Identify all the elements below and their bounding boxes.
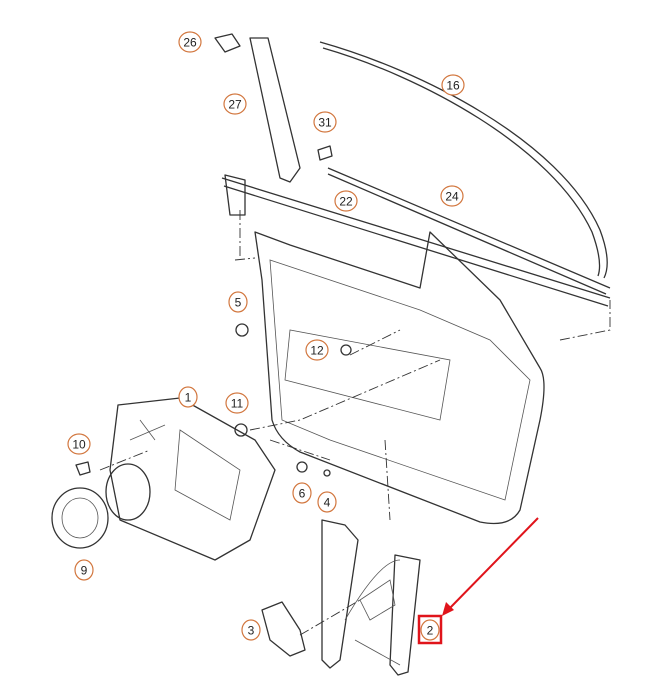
- callout-number: 2: [427, 624, 434, 638]
- callout-oval: [178, 31, 202, 53]
- callout-2: 2: [420, 619, 440, 641]
- speaker-cover-part: [51, 487, 109, 549]
- callout-number: 12: [310, 344, 324, 358]
- window-seal-part: [319, 41, 608, 279]
- callout-number: 9: [81, 564, 88, 578]
- callout-number: 16: [446, 79, 460, 93]
- callout-oval: [178, 386, 198, 408]
- callout-31: 31: [313, 111, 337, 133]
- window-regulator-part: [321, 519, 421, 676]
- callout-number: 1: [185, 391, 192, 405]
- inner-seal-part: [221, 177, 611, 307]
- callout-oval: [317, 491, 337, 513]
- door-inner-panel: [269, 259, 531, 501]
- callout-6: 6: [292, 482, 312, 504]
- callout-oval: [420, 619, 440, 641]
- door-shell-part: [224, 174, 545, 525]
- callout-oval: [67, 433, 91, 455]
- callout-10: 10: [67, 433, 91, 455]
- callout-number: 24: [445, 190, 459, 204]
- callout-number: 31: [318, 116, 332, 130]
- window-motor-part: [261, 601, 306, 657]
- callout-22: 22: [334, 190, 358, 212]
- callout-24: 24: [440, 185, 464, 207]
- callout-9: 9: [74, 559, 94, 581]
- callout-oval: [313, 111, 337, 133]
- callout-27: 27: [223, 93, 247, 115]
- callout-oval: [225, 392, 249, 414]
- callout-oval: [292, 482, 312, 504]
- callout-26: 26: [178, 31, 202, 53]
- screw-part: [317, 145, 333, 161]
- callout-oval: [241, 619, 261, 641]
- callout-oval: [74, 559, 94, 581]
- outer-seal-part: [327, 167, 611, 295]
- callout-number: 27: [228, 98, 242, 112]
- callout-3: 3: [241, 619, 261, 641]
- bracket-part: [214, 33, 241, 53]
- callout-oval: [223, 93, 247, 115]
- callout-oval: [441, 74, 465, 96]
- callout-number: 4: [324, 496, 331, 510]
- callout-number: 26: [183, 36, 197, 50]
- callout-number: 11: [231, 397, 244, 411]
- callout-number: 3: [248, 624, 255, 638]
- trim-strip-part: [249, 37, 301, 183]
- callout-11: 11: [225, 392, 249, 414]
- callout-oval: [305, 339, 329, 361]
- callout-number: 5: [235, 296, 242, 310]
- callout-1: 1: [178, 386, 198, 408]
- callout-12: 12: [305, 339, 329, 361]
- callout-4: 4: [317, 491, 337, 513]
- highlight-box: [417, 614, 443, 645]
- callout-16: 16: [441, 74, 465, 96]
- carrier-plate-part: [109, 397, 276, 561]
- callout-oval: [334, 190, 358, 212]
- highlight-arrow: [447, 517, 539, 611]
- callout-number: 10: [72, 438, 86, 452]
- highlight-arrowhead: [442, 602, 454, 616]
- callout-number: 22: [339, 195, 353, 209]
- callout-oval: [228, 291, 248, 313]
- callout-oval: [440, 185, 464, 207]
- callout-5: 5: [228, 291, 248, 313]
- callout-number: 6: [299, 487, 306, 501]
